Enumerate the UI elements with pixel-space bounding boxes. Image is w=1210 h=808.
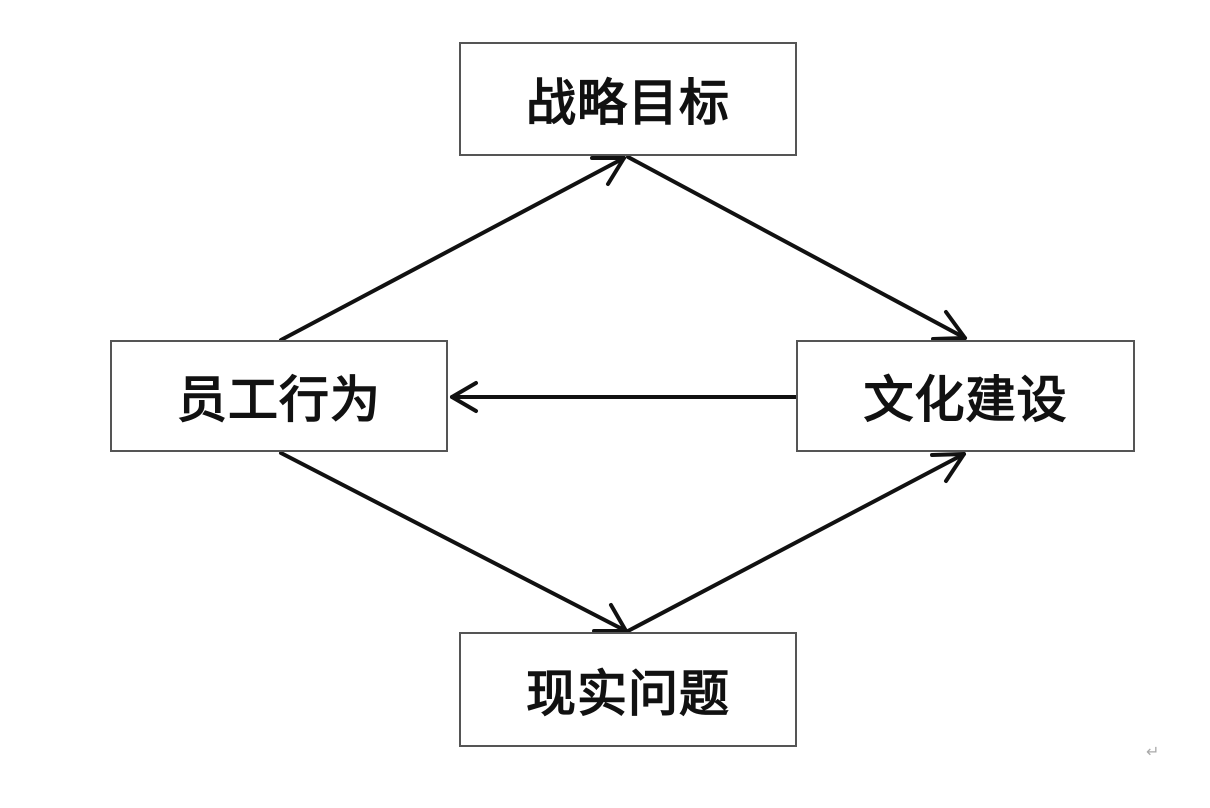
node-strategy-goal: 战略目标 xyxy=(459,42,797,156)
paragraph-return-mark: ↵ xyxy=(1146,742,1160,761)
node-employee-behavior: 员工行为 xyxy=(110,340,448,452)
edge-strategy-to-culture xyxy=(626,155,967,341)
node-real-problems: 现实问题 xyxy=(459,632,797,747)
edge-reality-to-culture xyxy=(626,452,966,633)
edge-culture-to-behavior xyxy=(450,381,798,413)
edge-behavior-to-reality xyxy=(279,451,628,633)
edge-behavior-to-strategy xyxy=(279,156,626,342)
node-culture-building: 文化建设 xyxy=(796,340,1135,452)
